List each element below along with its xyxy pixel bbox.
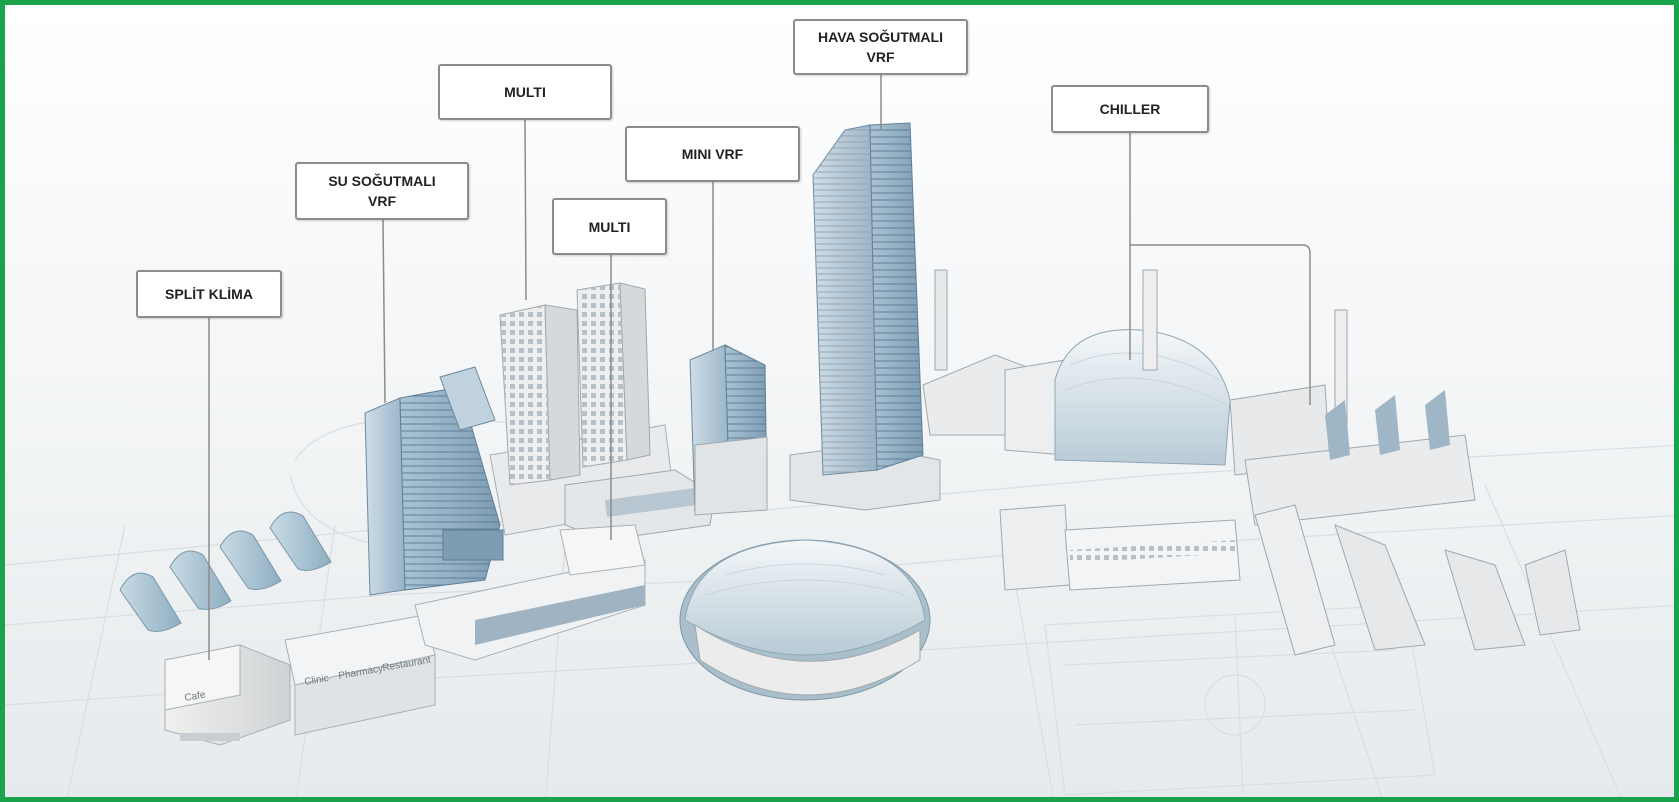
cafe-sign: Cafe	[184, 689, 207, 704]
callout-leaders	[208, 75, 1311, 660]
callout-split-klima: SPLİT KLİMA	[136, 270, 282, 318]
multi-low-building	[564, 469, 716, 541]
greenhouses	[119, 511, 332, 632]
terraced-mall	[414, 524, 646, 661]
callout-multi-small: MULTI	[552, 198, 667, 255]
mini-vrf-tower	[689, 344, 768, 516]
multi-twin-towers	[489, 282, 676, 536]
chiller-plant	[1004, 269, 1476, 526]
callout-multi-tall: MULTI	[438, 64, 612, 120]
air-cooled-vrf-skyscraper	[789, 122, 941, 511]
callout-hava-sogutmali-vrf: HAVA SOĞUTMALI VRF	[793, 19, 968, 75]
campus-buildings	[999, 504, 1581, 656]
callout-mini-vrf: MINI VRF	[625, 126, 800, 182]
city-illustration: Cafe Clinic Pharmacy Restaurant	[5, 5, 1674, 797]
water-cooled-vrf-tower	[364, 366, 504, 596]
stadium-dome	[679, 539, 931, 701]
clinic-sign: Clinic	[304, 673, 330, 688]
callout-chiller: CHILLER	[1051, 85, 1209, 133]
retail-block: Cafe Clinic Pharmacy Restaurant	[164, 614, 436, 746]
callout-su-sogutmali-vrf: SU SOĞUTMALI VRF	[295, 162, 469, 220]
